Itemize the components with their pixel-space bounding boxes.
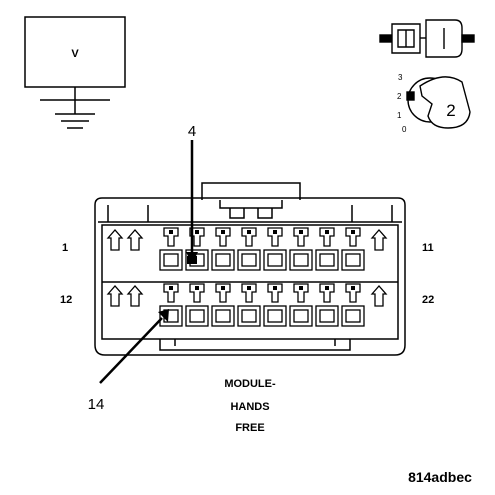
terminal-latch-bottom-5 (267, 283, 283, 303)
ground-icon (40, 87, 110, 129)
voltmeter-symbol: V (71, 48, 79, 60)
side-latch-left-top-2 (126, 229, 144, 251)
terminal-latch-top-1 (163, 227, 179, 247)
terminal-latch-top-7 (319, 227, 335, 247)
terminal-latch-top-3 (215, 227, 231, 247)
connector-body (94, 182, 406, 356)
pin-cavity-bottom-3 (211, 305, 235, 327)
key-switch-icon (406, 76, 471, 129)
pin-cavity-top-7 (315, 249, 339, 271)
callout-arrow-14 (99, 309, 169, 384)
pin-cavity-top-4 (237, 249, 261, 271)
terminal-latch-bottom-4 (241, 283, 257, 303)
terminal-latch-bottom-1 (163, 283, 179, 303)
figure-code: 814adbec (408, 469, 472, 485)
connector-pins (106, 227, 388, 327)
pin-cavity-bottom-4 (237, 305, 261, 327)
pin-number-12: 12 (60, 294, 72, 306)
pin-number-11: 11 (422, 242, 434, 254)
side-latch-left-top (106, 229, 124, 251)
terminal-latch-bottom-6 (293, 283, 309, 303)
terminal-latch-bottom-3 (215, 283, 231, 303)
pin-cavity-top-3 (211, 249, 235, 271)
ignition-pos-1: 1 (397, 111, 402, 120)
side-latch-right-bottom (370, 285, 388, 307)
ignition-selected: 2 (446, 101, 455, 120)
callout-label-4: 4 (188, 123, 196, 140)
pin-cavity-top-1 (159, 249, 183, 271)
pin-number-1: 1 (62, 242, 68, 254)
connector-probe-icon (379, 19, 475, 58)
pin-cavity-bottom-6 (289, 305, 313, 327)
ignition-pos-2: 2 (397, 92, 402, 101)
caption-line-2: HANDS (230, 401, 269, 413)
pin-cavity-top-6 (289, 249, 313, 271)
caption-line-1: MODULE- (224, 378, 276, 390)
pin-cavity-bottom-2 (185, 305, 209, 327)
terminal-latch-top-5 (267, 227, 283, 247)
pin-cavity-bottom-8 (341, 305, 365, 327)
callout-arrow-4 (186, 140, 198, 264)
pin-number-22: 22 (422, 294, 434, 306)
callout-label-14: 14 (88, 396, 105, 413)
terminal-latch-bottom-8 (345, 283, 361, 303)
ignition-pos-3: 3 (398, 73, 403, 82)
pin-cavity-top-8 (341, 249, 365, 271)
ignition-pos-0: 0 (402, 125, 407, 134)
caption-line-3: FREE (235, 422, 264, 434)
terminal-latch-top-8 (345, 227, 361, 247)
side-latch-left-bottom (106, 285, 124, 307)
terminal-latch-top-4 (241, 227, 257, 247)
side-latch-right-top (370, 229, 388, 251)
terminal-latch-top-6 (293, 227, 309, 247)
pin-cavity-top-5 (263, 249, 287, 271)
terminal-latch-bottom-7 (319, 283, 335, 303)
pin-cavity-bottom-5 (263, 305, 287, 327)
terminal-latch-bottom-2 (189, 283, 205, 303)
side-latch-left-bottom-2 (126, 285, 144, 307)
pin-cavity-bottom-7 (315, 305, 339, 327)
